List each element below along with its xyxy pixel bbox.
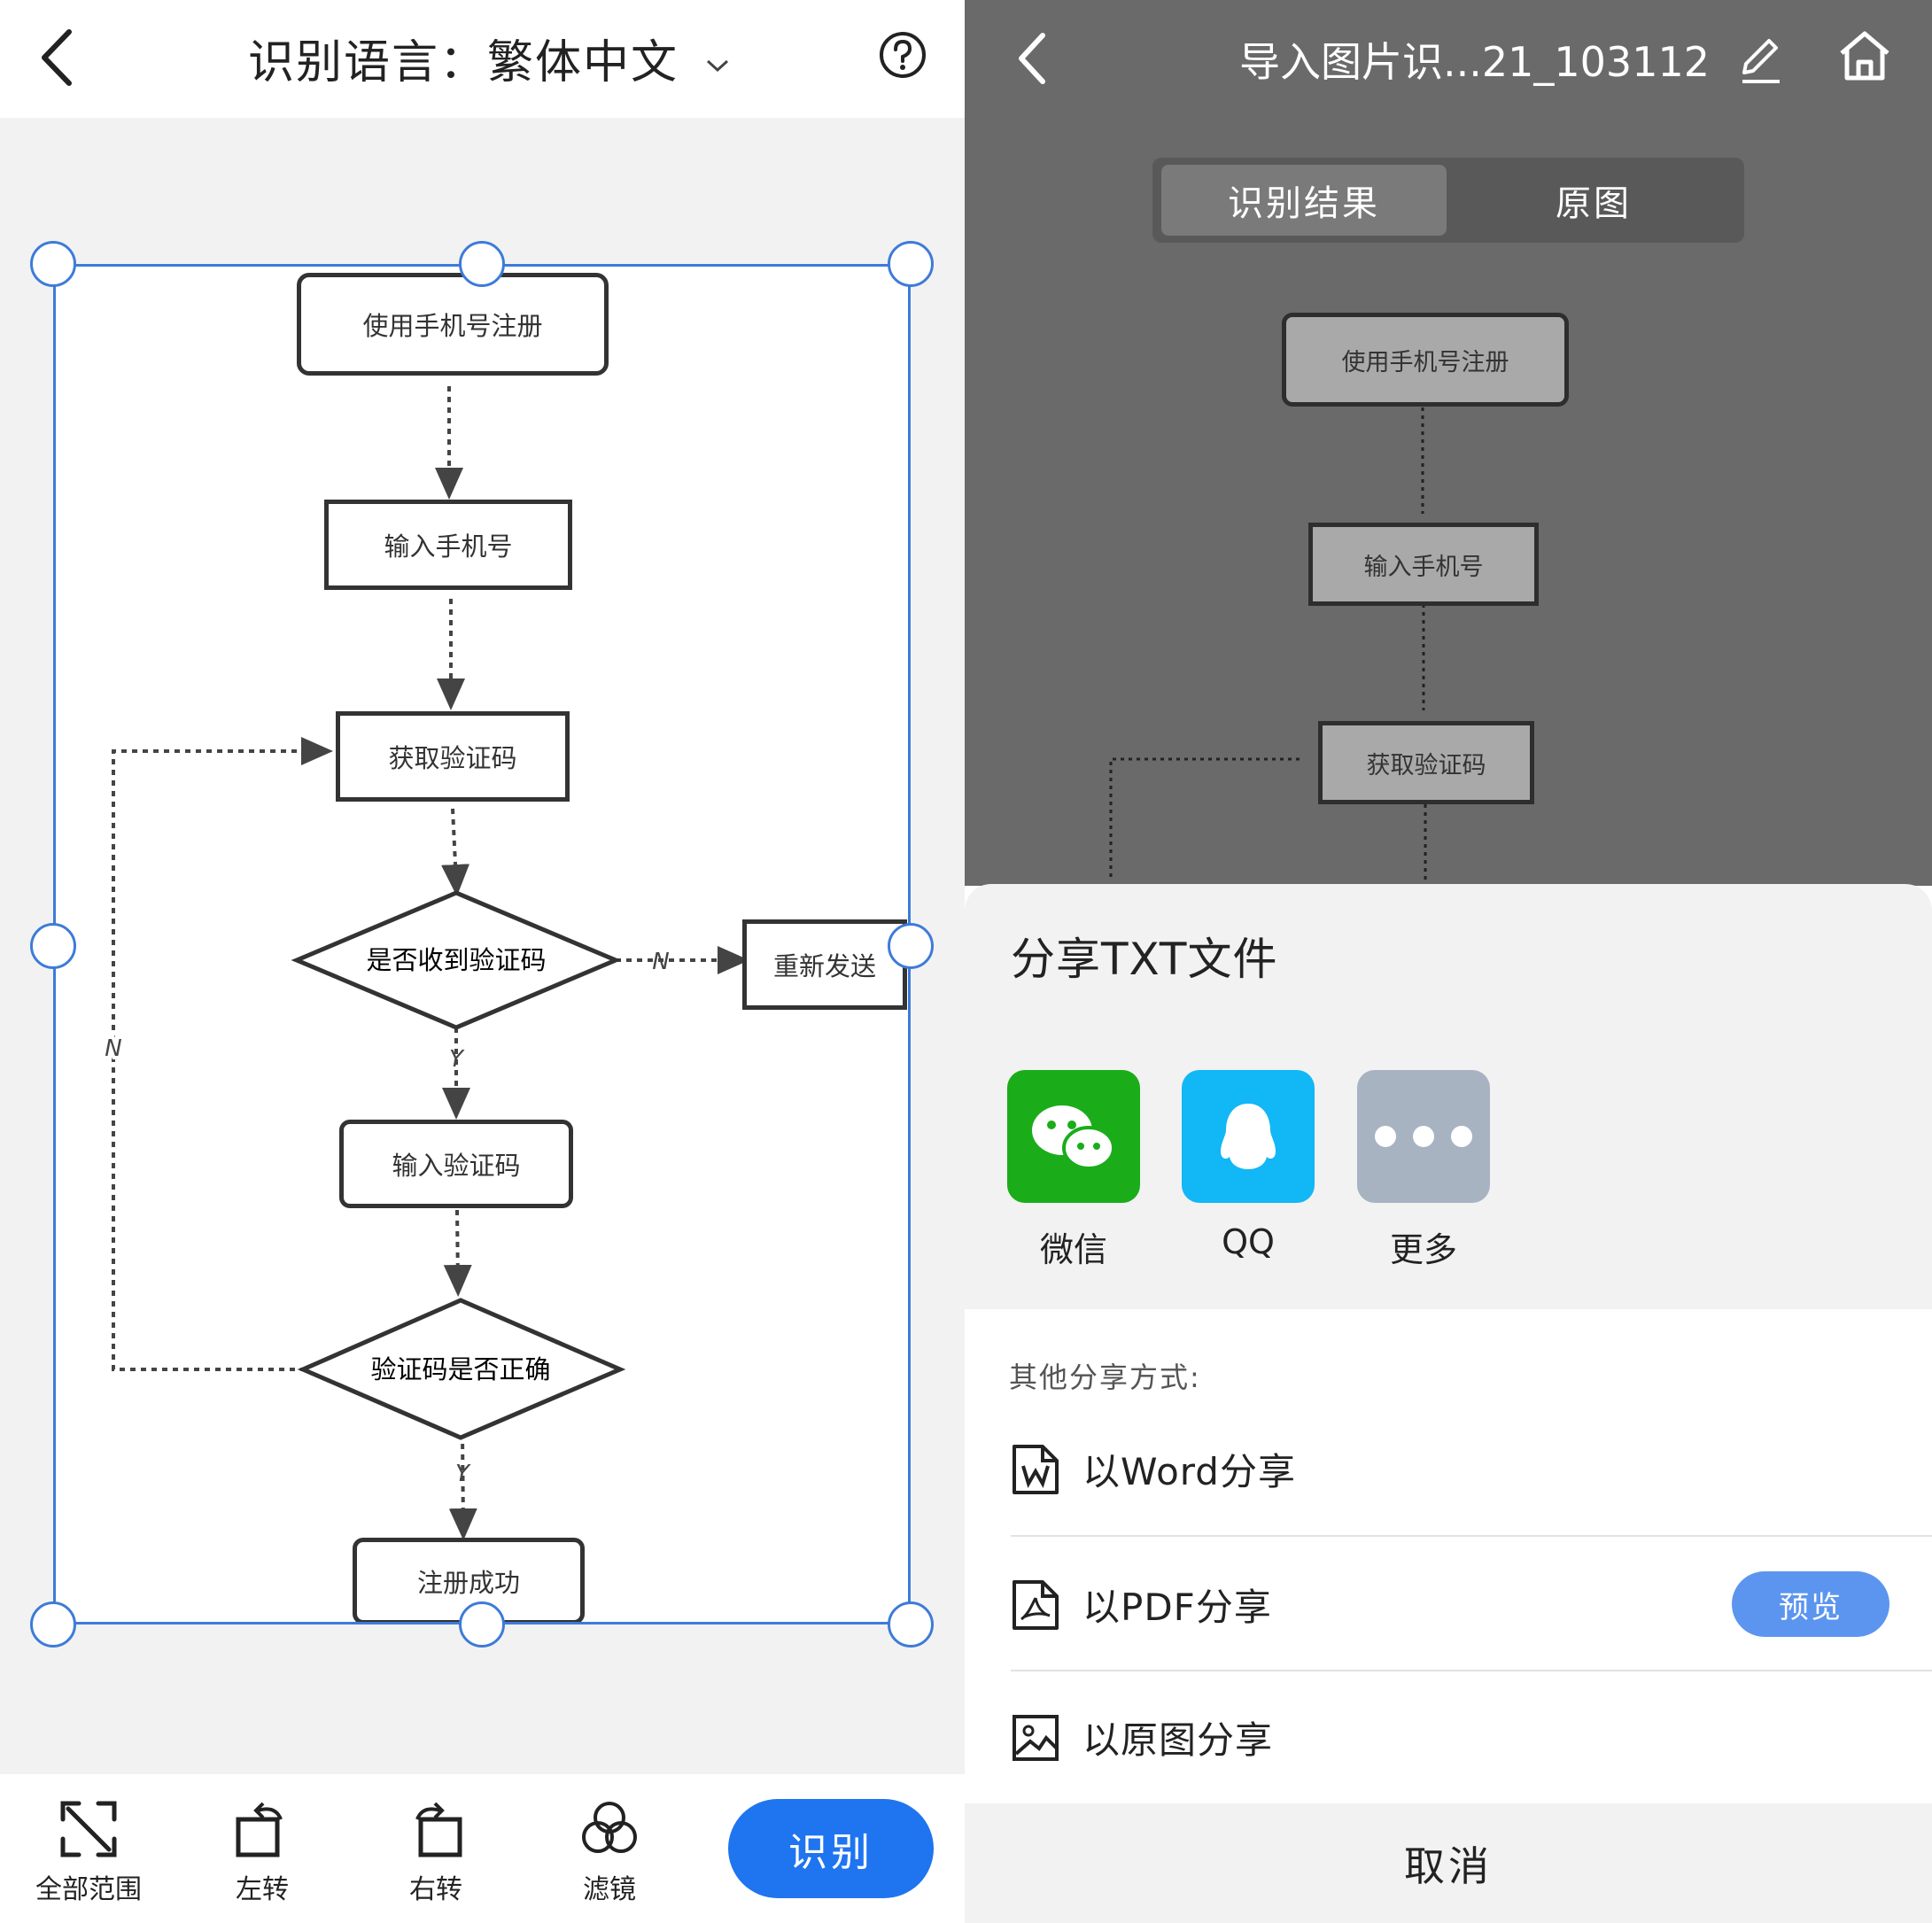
fc-label-y-1: Y [449, 1046, 465, 1073]
fc-label-n-left: N [105, 1035, 121, 1062]
preview-get-code: 获取验证码 [1318, 721, 1534, 804]
fc-input-code: 输入验证码 [339, 1120, 573, 1208]
word-file-icon [1013, 1445, 1059, 1494]
wechat-icon [1032, 1105, 1115, 1170]
fc-received-code: 是否收到验证码 [366, 945, 546, 975]
preview-register-phone: 使用手机号注册 [1282, 313, 1569, 407]
expand-icon [60, 1801, 117, 1857]
filter-label: 滤镜 [583, 1874, 636, 1905]
preview-button[interactable]: 预览 [1732, 1571, 1889, 1637]
back-icon[interactable] [35, 27, 80, 89]
filter-icon [582, 1802, 637, 1853]
crop-handle-left[interactable] [30, 923, 76, 969]
language-title-prefix: 识别语言： [248, 36, 488, 89]
filter-button[interactable]: 滤镜 [547, 1798, 671, 1906]
document-title[interactable]: 导入图片识...21_103112 [1239, 30, 1785, 89]
rotate-left-label: 左转 [236, 1874, 289, 1905]
preview-input-phone: 输入手机号 [1308, 523, 1539, 606]
other-share-title: 其他分享方式: [1009, 1361, 1201, 1394]
qq-share-button[interactable] [1182, 1070, 1315, 1203]
more-label: 更多 [1389, 1230, 1457, 1269]
crop-handle-bottom-left[interactable] [30, 1601, 76, 1648]
share-as-word[interactable]: 以Word分享 [965, 1401, 1932, 1534]
result-tab-bar: 识别结果 原图 [1152, 158, 1744, 243]
full-range-label: 全部范围 [35, 1874, 142, 1905]
crop-handle-bottom-right[interactable] [888, 1601, 934, 1648]
language-value: 繁体中文 [487, 36, 679, 89]
crop-handle-top-left[interactable] [30, 241, 76, 287]
question-circle-icon[interactable] [877, 29, 928, 81]
tab-recognition-result[interactable]: 识别结果 [1161, 165, 1447, 236]
rotate-right-icon [415, 1802, 462, 1857]
more-share-button[interactable] [1357, 1070, 1490, 1203]
divider [1011, 1670, 1932, 1671]
fc-resend: 重新发送 [742, 919, 907, 1010]
crop-handle-top-right[interactable] [888, 241, 934, 287]
preview-connectors [1109, 407, 1427, 884]
wechat-share-button[interactable] [1007, 1070, 1140, 1203]
home-icon[interactable] [1836, 27, 1893, 83]
flowchart-connectors: 是否收到验证码 验证码是否正确 N Y N Y [101, 386, 749, 1540]
fc-get-code: 获取验证码 [336, 711, 570, 802]
recognize-button[interactable]: 识别 [728, 1799, 934, 1898]
full-range-button[interactable]: 全部范围 [27, 1798, 151, 1906]
share-word-label: 以Word分享 [1082, 1450, 1296, 1493]
back-icon[interactable] [1014, 30, 1050, 87]
pencil-icon[interactable] [1735, 35, 1785, 85]
result-screen: 导入图片识...21_103112 识别结果 原图 使用手机号注册 输入手机号 … [965, 0, 1932, 1923]
divider [1011, 1535, 1932, 1537]
more-dots-icon [1375, 1126, 1472, 1147]
rotate-right-label: 右转 [409, 1874, 462, 1905]
image-icon [1013, 1715, 1059, 1761]
share-sheet-title: 分享TXT文件 [1011, 934, 1278, 985]
share-as-pdf[interactable]: 以PDF分享 [965, 1537, 1932, 1670]
document-title-text: 导入图片识...21_103112 [1239, 38, 1710, 86]
share-pdf-label: 以PDF分享 [1082, 1586, 1272, 1629]
fc-input-phone: 输入手机号 [324, 500, 572, 590]
crop-frame[interactable] [53, 264, 911, 1624]
tab-original-image[interactable]: 原图 [1556, 183, 1632, 224]
rotate-right-button[interactable]: 右转 [374, 1798, 498, 1906]
wechat-label: 微信 [1039, 1230, 1107, 1269]
share-as-original-image[interactable]: 以原图分享 [965, 1670, 1932, 1803]
other-share-section [965, 1309, 1932, 1803]
chevron-down-icon [706, 59, 728, 73]
crop-handle-top[interactable] [459, 241, 505, 287]
document-image: 是否收到验证码 验证码是否正确 N Y N Y 使用手机号注册 输入手机号 获取… [53, 264, 911, 1624]
fc-register-phone: 使用手机号注册 [297, 273, 609, 376]
crop-handle-right[interactable] [888, 923, 934, 969]
share-image-label: 以原图分享 [1082, 1718, 1274, 1762]
language-selector[interactable]: 识别语言：繁体中文 [248, 25, 731, 91]
fc-label-y-2: Y [455, 1461, 471, 1487]
rotate-left-icon [236, 1802, 283, 1857]
fc-code-correct: 验证码是否正确 [370, 1354, 550, 1384]
cancel-button[interactable]: 取消 [965, 1803, 1932, 1923]
crop-handle-bottom[interactable] [459, 1601, 505, 1648]
pdf-file-icon [1013, 1580, 1059, 1630]
fc-label-n-right: N [652, 949, 669, 975]
crop-screen: 识别语言：繁体中文 [0, 0, 965, 1923]
qq-label: QQ [1222, 1222, 1275, 1261]
rotate-left-button[interactable]: 左转 [200, 1798, 324, 1906]
top-bar: 识别语言：繁体中文 [0, 0, 965, 118]
qq-penguin-icon [1221, 1104, 1276, 1169]
